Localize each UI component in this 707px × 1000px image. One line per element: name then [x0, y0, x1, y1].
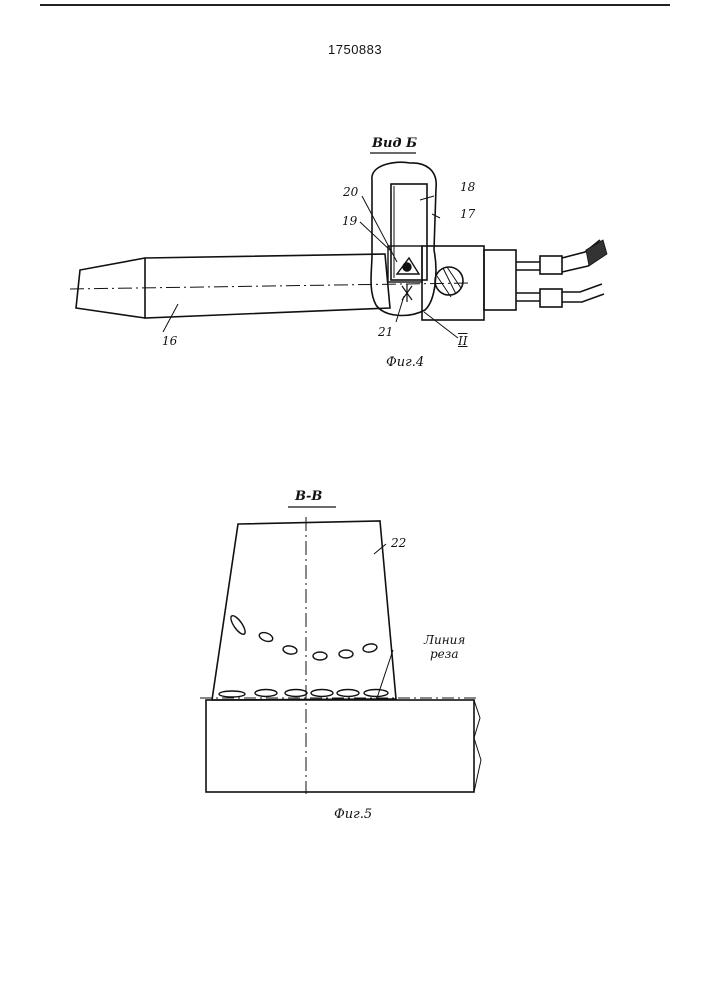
- label-21: 21: [378, 325, 393, 339]
- connector-body: [484, 250, 516, 310]
- base-break-line: [474, 700, 481, 792]
- block-rect: [422, 246, 484, 320]
- part-22-leader: [374, 544, 386, 554]
- element-19-20: [388, 246, 422, 282]
- base-plate: [206, 700, 474, 792]
- label-20: 20: [343, 185, 358, 199]
- tool-tip: [76, 258, 145, 318]
- label-22: 22: [391, 536, 406, 550]
- cable-braid: [586, 240, 607, 266]
- view-b-title: Вид Б: [372, 136, 417, 151]
- figure-4-caption: Фиг.4: [386, 355, 424, 370]
- part-22-trapezoid: [212, 521, 396, 700]
- label-16: 16: [162, 334, 177, 348]
- block-II: [422, 240, 607, 320]
- cable-lower: [562, 284, 604, 302]
- label-18: 18: [460, 180, 475, 194]
- label-19: 19: [342, 214, 357, 228]
- hole-pattern: [219, 614, 388, 697]
- label-II: II: [458, 334, 467, 348]
- cut-line-label-line2: реза: [430, 647, 458, 661]
- cable-sleeve-upper: [540, 256, 562, 274]
- cable-sleeve-lower: [540, 289, 562, 307]
- section-b-title: В-В: [295, 489, 322, 504]
- figure-5-caption: Фиг.5: [334, 807, 372, 822]
- leader-lines: [163, 196, 458, 338]
- cut-line-label-line1: Линия: [424, 633, 465, 647]
- label-17: 17: [460, 207, 475, 221]
